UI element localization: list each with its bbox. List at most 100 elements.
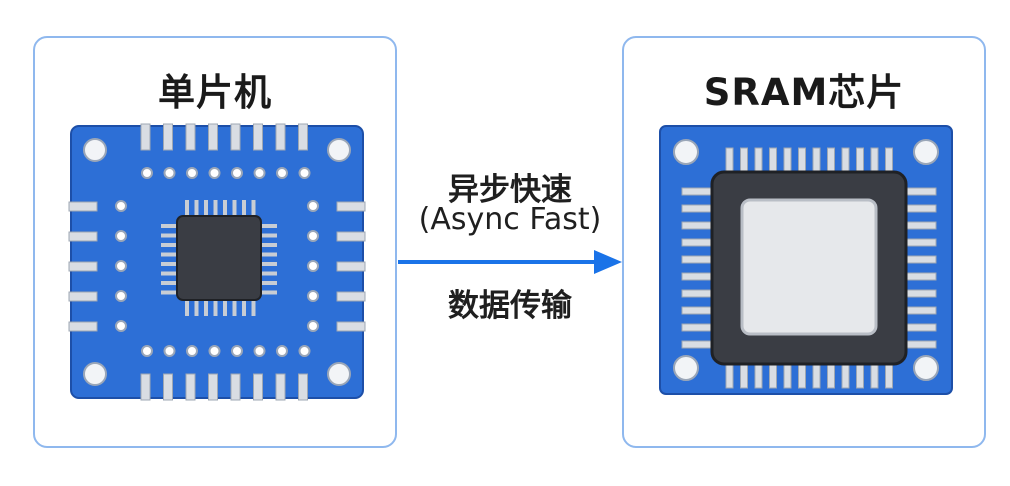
edge-pad [336,321,366,332]
chip-pin [185,300,189,316]
sram-pin [905,272,937,281]
chip-pin [242,200,246,216]
mcu-panel: 单片机 [33,36,397,448]
mounting-hole [913,139,939,165]
sram-pin [905,204,937,213]
sram-pin [905,255,937,264]
chip-pin [161,271,177,276]
sram-pin [681,187,713,196]
chip-pin [261,243,277,247]
chip-pin [251,200,256,216]
via [115,290,127,302]
sram-pin [856,147,864,173]
microcontroller-chip-icon [68,123,366,401]
sram-panel: SRAM芯片 [622,36,986,448]
sram-pin [681,340,713,349]
via [141,167,153,179]
edge-pad [208,373,218,401]
chip-pin [261,252,277,257]
edge-pad [298,373,308,401]
via [298,345,311,357]
chip-pin [261,224,277,228]
chip-pin [232,300,237,316]
sram-pin [905,238,937,247]
chip-pin [261,281,277,285]
chip-pin [261,262,277,266]
chip-pin [161,243,177,247]
mcu-chip-body [176,215,262,301]
via [231,167,243,179]
via [307,290,319,302]
sram-pin [725,363,734,389]
chip-pin [204,300,208,316]
sram-pin [856,363,864,389]
via [253,345,266,357]
sram-pin [681,289,713,298]
sram-pin [798,363,806,389]
chip-pin [161,233,177,238]
sram-pin [841,363,850,389]
chip-pin [242,300,246,316]
sram-title: SRAM芯片 [703,71,905,114]
sram-pin [905,289,937,298]
chip-pin [261,233,277,238]
chip-pin [185,200,189,216]
sram-pin [740,363,748,389]
sram-pin [740,147,748,173]
via [231,345,243,357]
sram-lid [740,198,878,336]
chip-pin [161,262,177,266]
via [253,167,266,179]
chip-pin [161,281,177,285]
sram-pin [870,363,879,389]
sram-pin [841,147,850,173]
via [186,167,198,179]
sram-chip-icon [659,125,953,395]
sram-pin [681,255,713,264]
edge-pad [275,123,286,151]
chip-pin [223,300,227,316]
sram-pin [885,363,893,389]
chip-pin [251,300,256,316]
edge-pad [68,201,98,212]
edge-pad [68,291,98,302]
via [307,320,319,332]
edge-pad [336,291,366,302]
edge-pad [163,373,173,401]
mounting-hole [673,139,699,165]
edge-pad [336,231,366,242]
edge-pad [68,231,98,242]
edge-pad [253,123,263,151]
sram-pin [905,323,937,332]
sram-pin [905,221,937,230]
edge-pad [208,123,218,151]
edge-pad [140,373,151,401]
sram-pin [681,306,713,315]
sram-pin [681,238,713,247]
via [115,200,127,212]
chip-pin [213,200,218,216]
via [115,320,127,332]
via [141,345,153,357]
transfer-label-line2: (Async Fast) [418,202,602,237]
chip-pin [261,271,277,276]
chip-pin [161,252,177,257]
edge-pad [336,201,366,212]
edge-pad [275,373,286,401]
sram-pin [827,363,835,389]
chip-pin [213,300,218,316]
mounting-hole [83,138,107,162]
sram-pin [812,363,821,389]
mounting-hole [327,362,351,386]
chip-pin [161,224,177,228]
edge-pad [68,261,98,272]
mounting-hole [913,355,939,381]
sram-pin [769,363,777,389]
mounting-hole [83,362,107,386]
edge-pad [298,123,308,151]
chip-pin [161,290,177,295]
chip-pin [194,300,199,316]
via [186,345,198,357]
via [115,230,127,242]
edge-pad [185,373,196,401]
